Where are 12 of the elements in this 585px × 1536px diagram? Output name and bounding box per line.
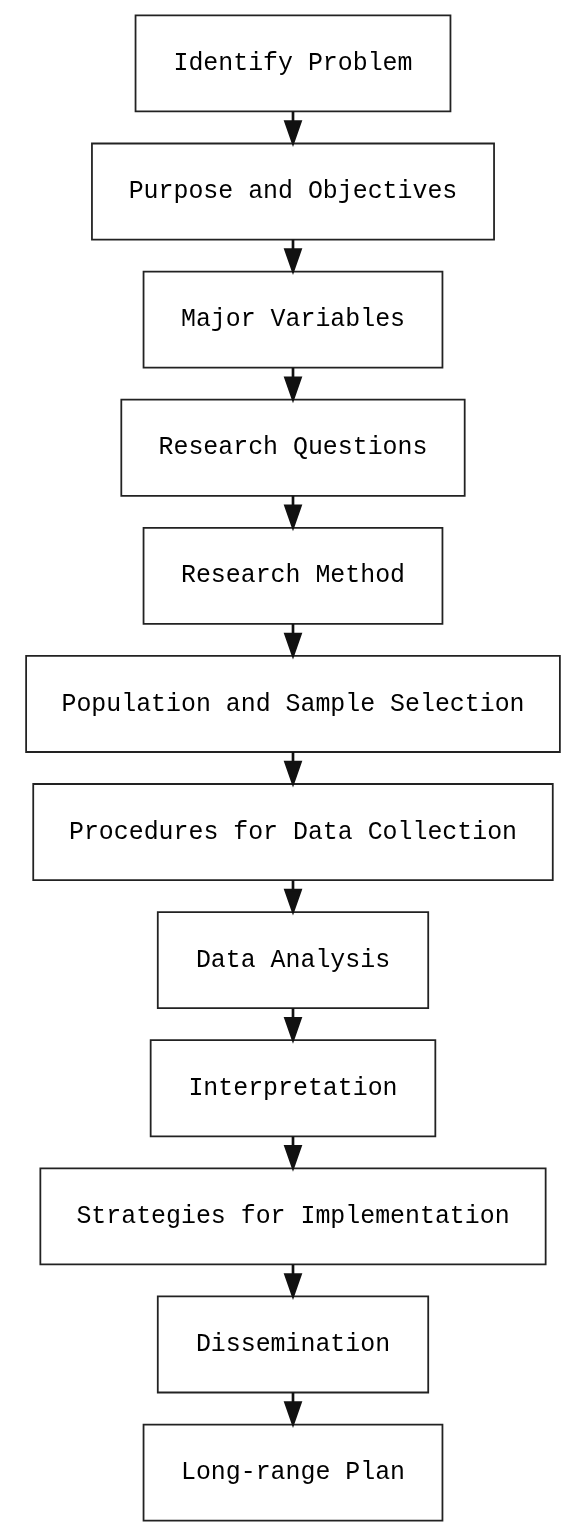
node-box: Purpose and Objectives (90, 142, 495, 241)
node-box: Interpretation (149, 1039, 436, 1138)
node-box: Research Questions (119, 398, 466, 497)
node-box: Identify Problem (134, 14, 451, 113)
node-box: Population and Sample Selection (24, 655, 561, 753)
node-box: Major Variables (142, 270, 443, 369)
node-box: Strategies for Implementation (38, 1167, 547, 1266)
node-box: Procedures for Data Collection (31, 783, 554, 881)
node-box: Data Analysis (156, 911, 429, 1010)
node-box: Long-range Plan (142, 1423, 443, 1522)
node-box: Dissemination (156, 1295, 429, 1394)
node-box: Research Method (142, 526, 443, 625)
